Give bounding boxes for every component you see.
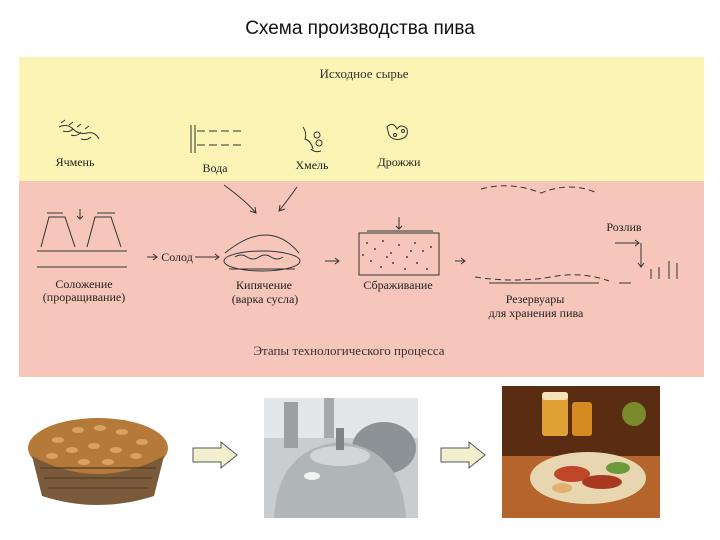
boiling-sublabel: (варка сусла) — [231, 292, 299, 306]
tanks-label: Резервуары — [505, 292, 565, 306]
bottling-label: Розлив — [606, 220, 642, 234]
yeast-icon — [386, 123, 408, 140]
malting-label: Соложение — [55, 277, 113, 291]
storage-tanks-icon — [474, 185, 610, 284]
malting-sublabel: (проращивание) — [42, 290, 126, 304]
production-diagram: Исходное сырье Ячмень Вода Хмель Дрожжи … — [19, 57, 704, 377]
barley-label: Ячмень — [55, 155, 95, 169]
hops-icon — [302, 126, 323, 153]
raw-materials-header: Исходное сырье — [319, 66, 409, 81]
right-arrow-icon — [440, 440, 486, 470]
hops-label: Хмель — [295, 158, 329, 172]
diagram-sketches — [37, 119, 678, 284]
process-stages-footer: Этапы технологического процесса — [253, 343, 445, 358]
page-title: Схема производства пива — [245, 18, 475, 39]
yeast-label: Дрожжи — [377, 155, 421, 169]
grain-basket-photo — [18, 400, 178, 510]
fermentation-dots — [362, 240, 432, 270]
fermentation-label: Сбраживание — [363, 278, 433, 292]
barley-icon — [58, 119, 100, 141]
fermentation-tank-icon — [358, 217, 440, 276]
raw-materials-band — [19, 57, 704, 181]
brewing-kettle-photo — [264, 398, 418, 518]
tanks-sublabel: для хранения пива — [488, 306, 584, 320]
boiling-kettle-icon — [223, 234, 301, 272]
beer-and-food-photo — [502, 386, 660, 518]
process-stages-band — [19, 181, 704, 377]
malt-label: Солод — [161, 250, 193, 264]
right-arrow-icon — [192, 440, 238, 470]
water-icon — [190, 125, 241, 153]
boiling-label: Кипячение — [236, 278, 292, 292]
water-label: Вода — [202, 161, 228, 175]
malting-vats-icon — [37, 209, 127, 268]
bottling-icon — [615, 239, 678, 284]
